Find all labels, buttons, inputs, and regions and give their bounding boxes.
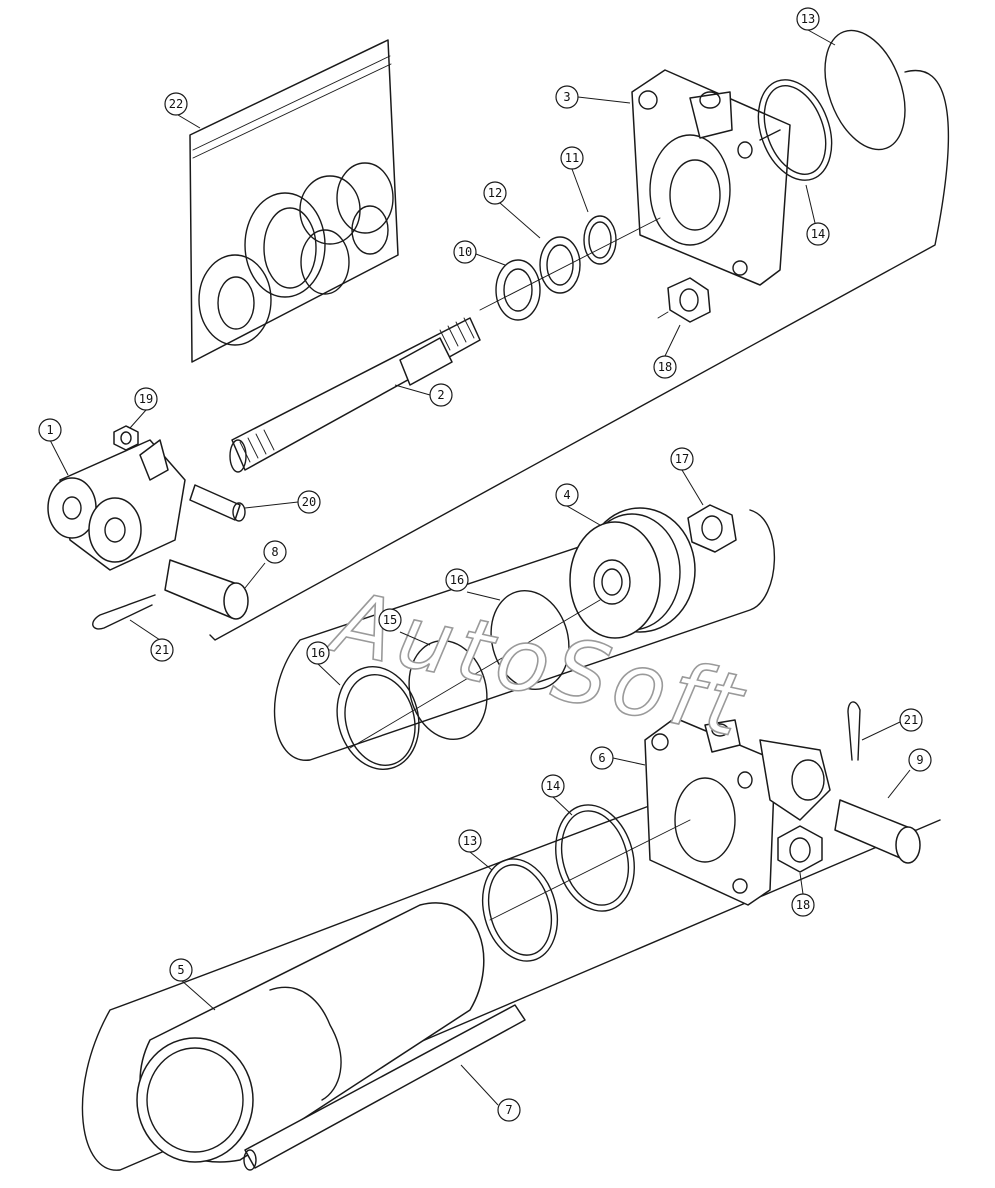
callout-3: 3 — [555, 85, 631, 109]
nut-19 — [113, 425, 139, 451]
o-ring-13-upper — [824, 29, 906, 151]
svg-text:7: 7 — [505, 1103, 512, 1117]
callout-16-upper: 16 — [445, 568, 501, 601]
tie-rod — [243, 1004, 526, 1171]
callout-18-lower: 18 — [791, 872, 815, 917]
group-outline-lower — [81, 764, 941, 1171]
bolt-20 — [189, 484, 246, 522]
callout-8: 8 — [244, 540, 287, 589]
callout-7: 7 — [460, 1064, 521, 1122]
clevis — [47, 439, 186, 571]
callout-1: 1 — [38, 418, 69, 476]
nut-18-lower — [777, 825, 823, 873]
callout-18-upper: 18 — [653, 324, 681, 379]
o-ring-14-upper — [757, 79, 833, 181]
o-ring-14-upper-inner — [763, 85, 827, 175]
callout-21-left: 21 — [129, 619, 174, 662]
nut-18-upper — [657, 277, 711, 323]
svg-text:17: 17 — [675, 452, 689, 466]
callout-13-upper: 13 — [796, 7, 836, 46]
callout-14-lower: 14 — [541, 774, 573, 816]
svg-text:13: 13 — [801, 12, 815, 26]
svg-text:16: 16 — [311, 646, 325, 660]
callout-5: 5 — [169, 958, 216, 1011]
svg-text:3: 3 — [563, 90, 570, 104]
svg-text:10: 10 — [458, 245, 472, 259]
cotter-pin-21-right — [847, 701, 861, 761]
svg-text:18: 18 — [658, 360, 672, 374]
rod-seals — [479, 215, 661, 321]
callouts: 1 2 3 4 5 6 7 8 9 10 11 12 13 13 14 14 1… — [38, 7, 932, 1122]
callout-11: 11 — [560, 146, 589, 213]
callout-12: 12 — [483, 181, 541, 239]
o-ring-14-lower-inner — [560, 810, 630, 906]
svg-text:18: 18 — [796, 898, 810, 912]
svg-text:8: 8 — [271, 545, 278, 559]
barrel — [136, 902, 485, 1163]
callout-16-lower: 16 — [306, 641, 341, 686]
callout-2: 2 — [394, 383, 453, 407]
cotter-pin-21-left — [92, 594, 156, 630]
svg-text:13: 13 — [463, 834, 477, 848]
svg-text:5: 5 — [177, 963, 184, 977]
svg-text:16: 16 — [450, 573, 464, 587]
svg-text:14: 14 — [546, 779, 560, 793]
callout-19: 19 — [129, 387, 158, 429]
o-ring-13-lower-inner — [487, 864, 553, 956]
nut-17 — [687, 504, 737, 553]
piston — [569, 507, 696, 639]
o-ring-14-lower — [555, 804, 635, 912]
watermark: AutoSoft — [321, 572, 756, 758]
seal-15 — [408, 640, 488, 740]
group-outline-upper — [209, 69, 950, 641]
svg-text:4: 4 — [563, 488, 570, 502]
svg-text:2: 2 — [437, 388, 444, 402]
callout-10: 10 — [453, 240, 506, 266]
callout-9: 9 — [887, 748, 932, 799]
front-cap — [644, 717, 831, 906]
callout-20: 20 — [244, 490, 321, 514]
svg-text:1: 1 — [46, 423, 53, 437]
seal-16-right — [490, 590, 570, 690]
callout-15: 15 — [378, 608, 431, 646]
seal-kit-bag — [189, 39, 399, 363]
svg-text:21: 21 — [155, 643, 169, 657]
callout-22: 22 — [164, 92, 201, 129]
pin-8 — [164, 559, 249, 620]
rear-cap — [631, 69, 791, 286]
svg-text:20: 20 — [302, 495, 316, 509]
svg-text:14: 14 — [811, 227, 825, 241]
svg-text:6: 6 — [598, 751, 605, 765]
svg-text:11: 11 — [565, 151, 579, 165]
svg-text:9: 9 — [916, 753, 923, 767]
svg-text:19: 19 — [139, 392, 153, 406]
callout-17: 17 — [670, 447, 704, 506]
svg-text:15: 15 — [383, 613, 397, 627]
callout-14-upper: 14 — [805, 184, 830, 246]
callout-6: 6 — [590, 746, 646, 770]
seal-16-left — [336, 666, 420, 770]
svg-text:21: 21 — [904, 713, 918, 727]
callout-4: 4 — [555, 483, 601, 526]
o-ring-13-lower — [482, 858, 558, 962]
svg-text:22: 22 — [169, 97, 183, 111]
pin-9 — [834, 799, 921, 864]
piston-rod — [229, 317, 481, 473]
svg-text:12: 12 — [488, 186, 502, 200]
callout-13-lower: 13 — [458, 829, 493, 871]
group-outline-middle — [273, 509, 776, 761]
callout-21-right: 21 — [861, 708, 923, 741]
